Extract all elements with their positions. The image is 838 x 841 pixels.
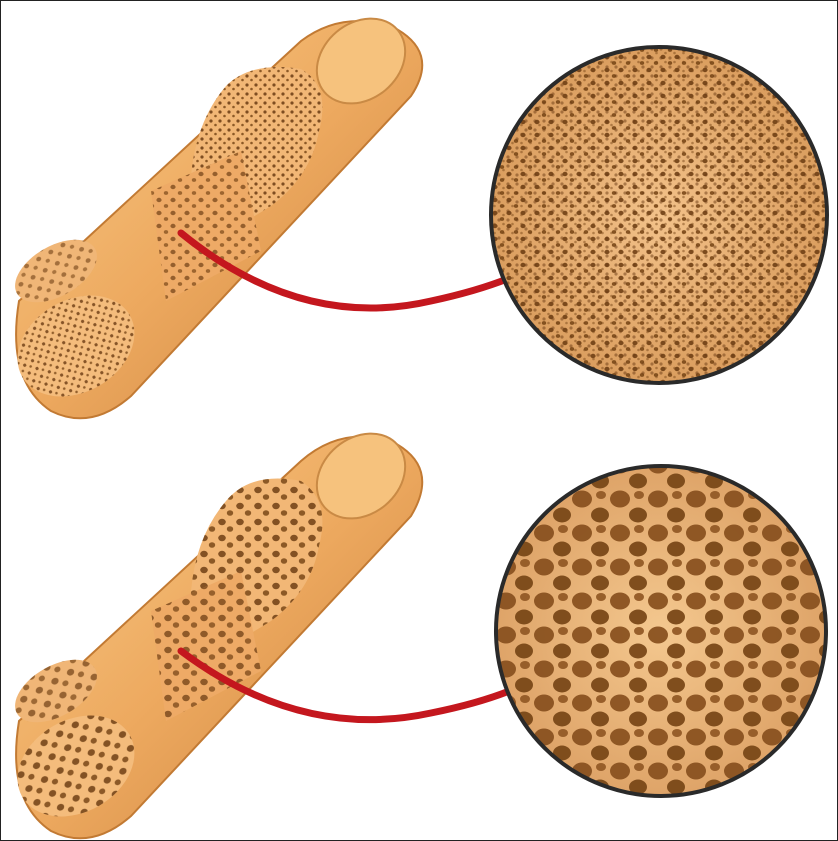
magnified-circle-large-pores <box>491 461 831 801</box>
magnified-circle-dense <box>481 41 838 401</box>
healthy-bone-panel <box>1 1 838 421</box>
osteoporotic-bone-illustration <box>1 421 838 841</box>
osteoporotic-bone-panel <box>1 421 838 841</box>
healthy-bone-illustration <box>1 1 838 421</box>
